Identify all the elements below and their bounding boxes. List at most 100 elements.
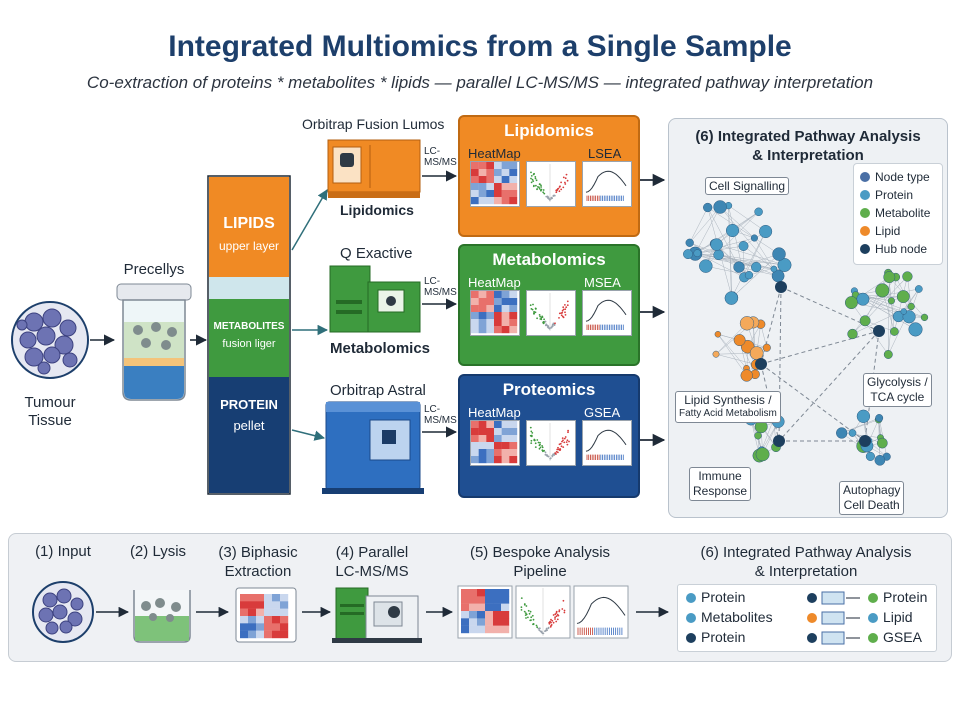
tumour-tissue-icon: [11, 301, 89, 379]
step-4-instrument-icon: [332, 587, 422, 643]
proteomics-volcano-icon: [526, 420, 576, 466]
lipidomics-heatmap-label: HeatMap: [468, 146, 521, 161]
step-6-label: (6) Integrated Pathway Analysis & Interp…: [668, 543, 944, 581]
step-5-line2: Pipeline: [513, 563, 567, 580]
metabolites-layer: METABOLITES fusion liger: [209, 299, 289, 377]
proteomics-enrich-label: GSEA: [584, 405, 621, 420]
step-5-heatmap-icon: [457, 585, 513, 639]
legend-metabolite-label: Metabolite: [875, 206, 931, 220]
summary-legend-left-2: Metabolites: [686, 609, 773, 625]
legend-lipid-label: Lipid: [875, 224, 901, 238]
metabolomics-heatmap-icon: [470, 290, 520, 336]
lysis-label: Precellys: [123, 261, 185, 278]
module-autophagy: Autophagy Cell Death: [839, 481, 905, 515]
module-immune-line2: Response: [693, 484, 748, 498]
input-label-line1: Tumour: [24, 394, 76, 411]
step-1-tissue-icon: [32, 581, 94, 643]
module-cell-signalling: Cell Signalling: [705, 177, 790, 195]
lcms-label-2: LC- MS/MS: [424, 276, 457, 298]
step-5-volcano-icon: [515, 585, 571, 639]
node-legend: Node type Protein Metabolite Lipid Hub n…: [853, 163, 943, 265]
instrument-3-name: Orbitrap Astral: [330, 382, 426, 399]
module-lipid-synthesis: Lipid Synthesis / Fatty Acid Metabolism: [675, 391, 781, 423]
instrument-2-caption: Metabolomics: [330, 340, 431, 357]
module-glyco-line1: Glycolysis /: [867, 375, 928, 389]
proteomics-heatmap-icon: [470, 420, 520, 466]
orbitrap-astral-icon: [322, 401, 424, 494]
integration-title-line2: & Interpretation: [752, 147, 864, 164]
lipidomics-heatmap-icon: [470, 161, 520, 207]
metabolomics-volcano-icon: [526, 290, 576, 336]
protein-layer-name: PROTEIN: [220, 397, 278, 412]
proteomics-enrichment-icon: [582, 420, 632, 466]
lipidomics-volcano-icon: [526, 161, 576, 207]
legend-hub: Hub node: [860, 242, 927, 256]
lipids-layer-sub: upper layer: [218, 239, 280, 253]
lipidomics-enrichment-icon: [582, 161, 632, 207]
interface-layer: [209, 277, 289, 299]
lipids-layer: LIPIDS upper layer: [209, 177, 289, 277]
module-lipid-line1: Lipid Synthesis /: [684, 393, 772, 407]
legend-metabolite: Metabolite: [860, 206, 930, 220]
legend-hub-label: Hub node: [875, 242, 928, 256]
step-1-label: (1) Input: [35, 543, 91, 560]
instrument-1-caption: Lipidomics: [340, 202, 414, 218]
step-2-label: (2) Lysis: [129, 543, 187, 560]
input-label: Tumour Tissue: [14, 394, 86, 430]
module-glycolysis: Glycolysis / TCA cycle: [863, 373, 932, 407]
step-3-label: (3) Biphasic Extraction: [208, 543, 308, 581]
module-immune-line1: Immune: [698, 469, 742, 483]
metabolomics-panel-title: Metabolomics: [492, 250, 606, 269]
module-autophagy-line2: Cell Death: [843, 498, 900, 512]
integration-title-line1: (6) Integrated Pathway Analysis: [695, 128, 921, 145]
summary-legend-left-1-label: Protein: [701, 589, 746, 605]
step-4-line2: LC-MS/MS: [335, 563, 409, 580]
summary-legend-left-3: Protein: [686, 629, 745, 645]
instrument-2-name: Q Exactive: [340, 245, 413, 262]
step-3-line2: Extraction: [224, 563, 292, 580]
summary-legend-left-1: Protein: [686, 589, 745, 605]
summary-legend-right-1: Protein: [868, 589, 927, 605]
integration-title: (6) Integrated Pathway Analysis & Interp…: [669, 127, 947, 165]
metabolomics-panel: Metabolomics HeatMap MSEA: [458, 244, 640, 366]
lcms-label-1: LC- MS/MS: [424, 146, 457, 168]
module-glyco-line2: TCA cycle: [870, 390, 925, 404]
metabolomics-enrichment-icon: [582, 290, 632, 336]
metabolites-layer-sub: fusion liger: [222, 338, 276, 350]
orbitrap-fusion-lumos-icon: [327, 139, 421, 198]
lipids-layer-name: LIPIDS: [223, 215, 275, 232]
proteomics-panel-title: Proteomics: [502, 380, 596, 399]
module-immune-response: Immune Response: [689, 467, 752, 501]
integration-panel: (6) Integrated Pathway Analysis & Interp…: [668, 118, 948, 518]
extraction-stack: LIPIDS upper layer METABOLITES fusion li…: [209, 177, 289, 493]
lipidomics-enrich-label: LSEA: [588, 146, 622, 161]
module-autophagy-line1: Autophagy: [843, 483, 901, 497]
summary-legend-right-2-label: Lipid: [883, 609, 913, 625]
summary-legend-right-1-label: Protein: [883, 589, 928, 605]
protein-layer-sub: pellet: [233, 418, 265, 433]
legend-protein-label: Protein: [875, 188, 914, 202]
module-lipid-line2: Fatty Acid Metabolism: [679, 408, 777, 419]
step-3-line1: (3) Biphasic: [218, 544, 298, 561]
q-exactive-icon: [329, 265, 421, 333]
page-subtitle: Co-extraction of proteins * metabolites …: [86, 73, 874, 92]
step-6-line1: (6) Integrated Pathway Analysis: [700, 544, 912, 561]
legend-lipid: Lipid: [860, 224, 900, 238]
step-5-enrichment-icon: [573, 585, 629, 639]
summary-legend-right-3: GSEA: [868, 629, 922, 645]
summary-legend-right-3-label: GSEA: [883, 629, 922, 645]
metabolomics-heatmap-label: HeatMap: [468, 275, 521, 290]
instrument-1-name: Orbitrap Fusion Lumos: [302, 116, 445, 132]
step-3-extraction-icon: [235, 587, 297, 643]
proteomics-heatmap-label: HeatMap: [468, 405, 521, 420]
legend-node-type-label: Node type: [875, 170, 930, 184]
summary-legend-left-3-label: Protein: [701, 629, 746, 645]
summary-legend-right-2: Lipid: [868, 609, 913, 625]
step-2-lysis-icon: [133, 590, 191, 643]
legend-node-type: Node type: [860, 170, 930, 184]
lysis-tube-icon: [116, 283, 192, 401]
step-5-line1: (5) Bespoke Analysis: [469, 544, 611, 561]
metabolomics-enrich-label: MSEA: [584, 275, 621, 290]
